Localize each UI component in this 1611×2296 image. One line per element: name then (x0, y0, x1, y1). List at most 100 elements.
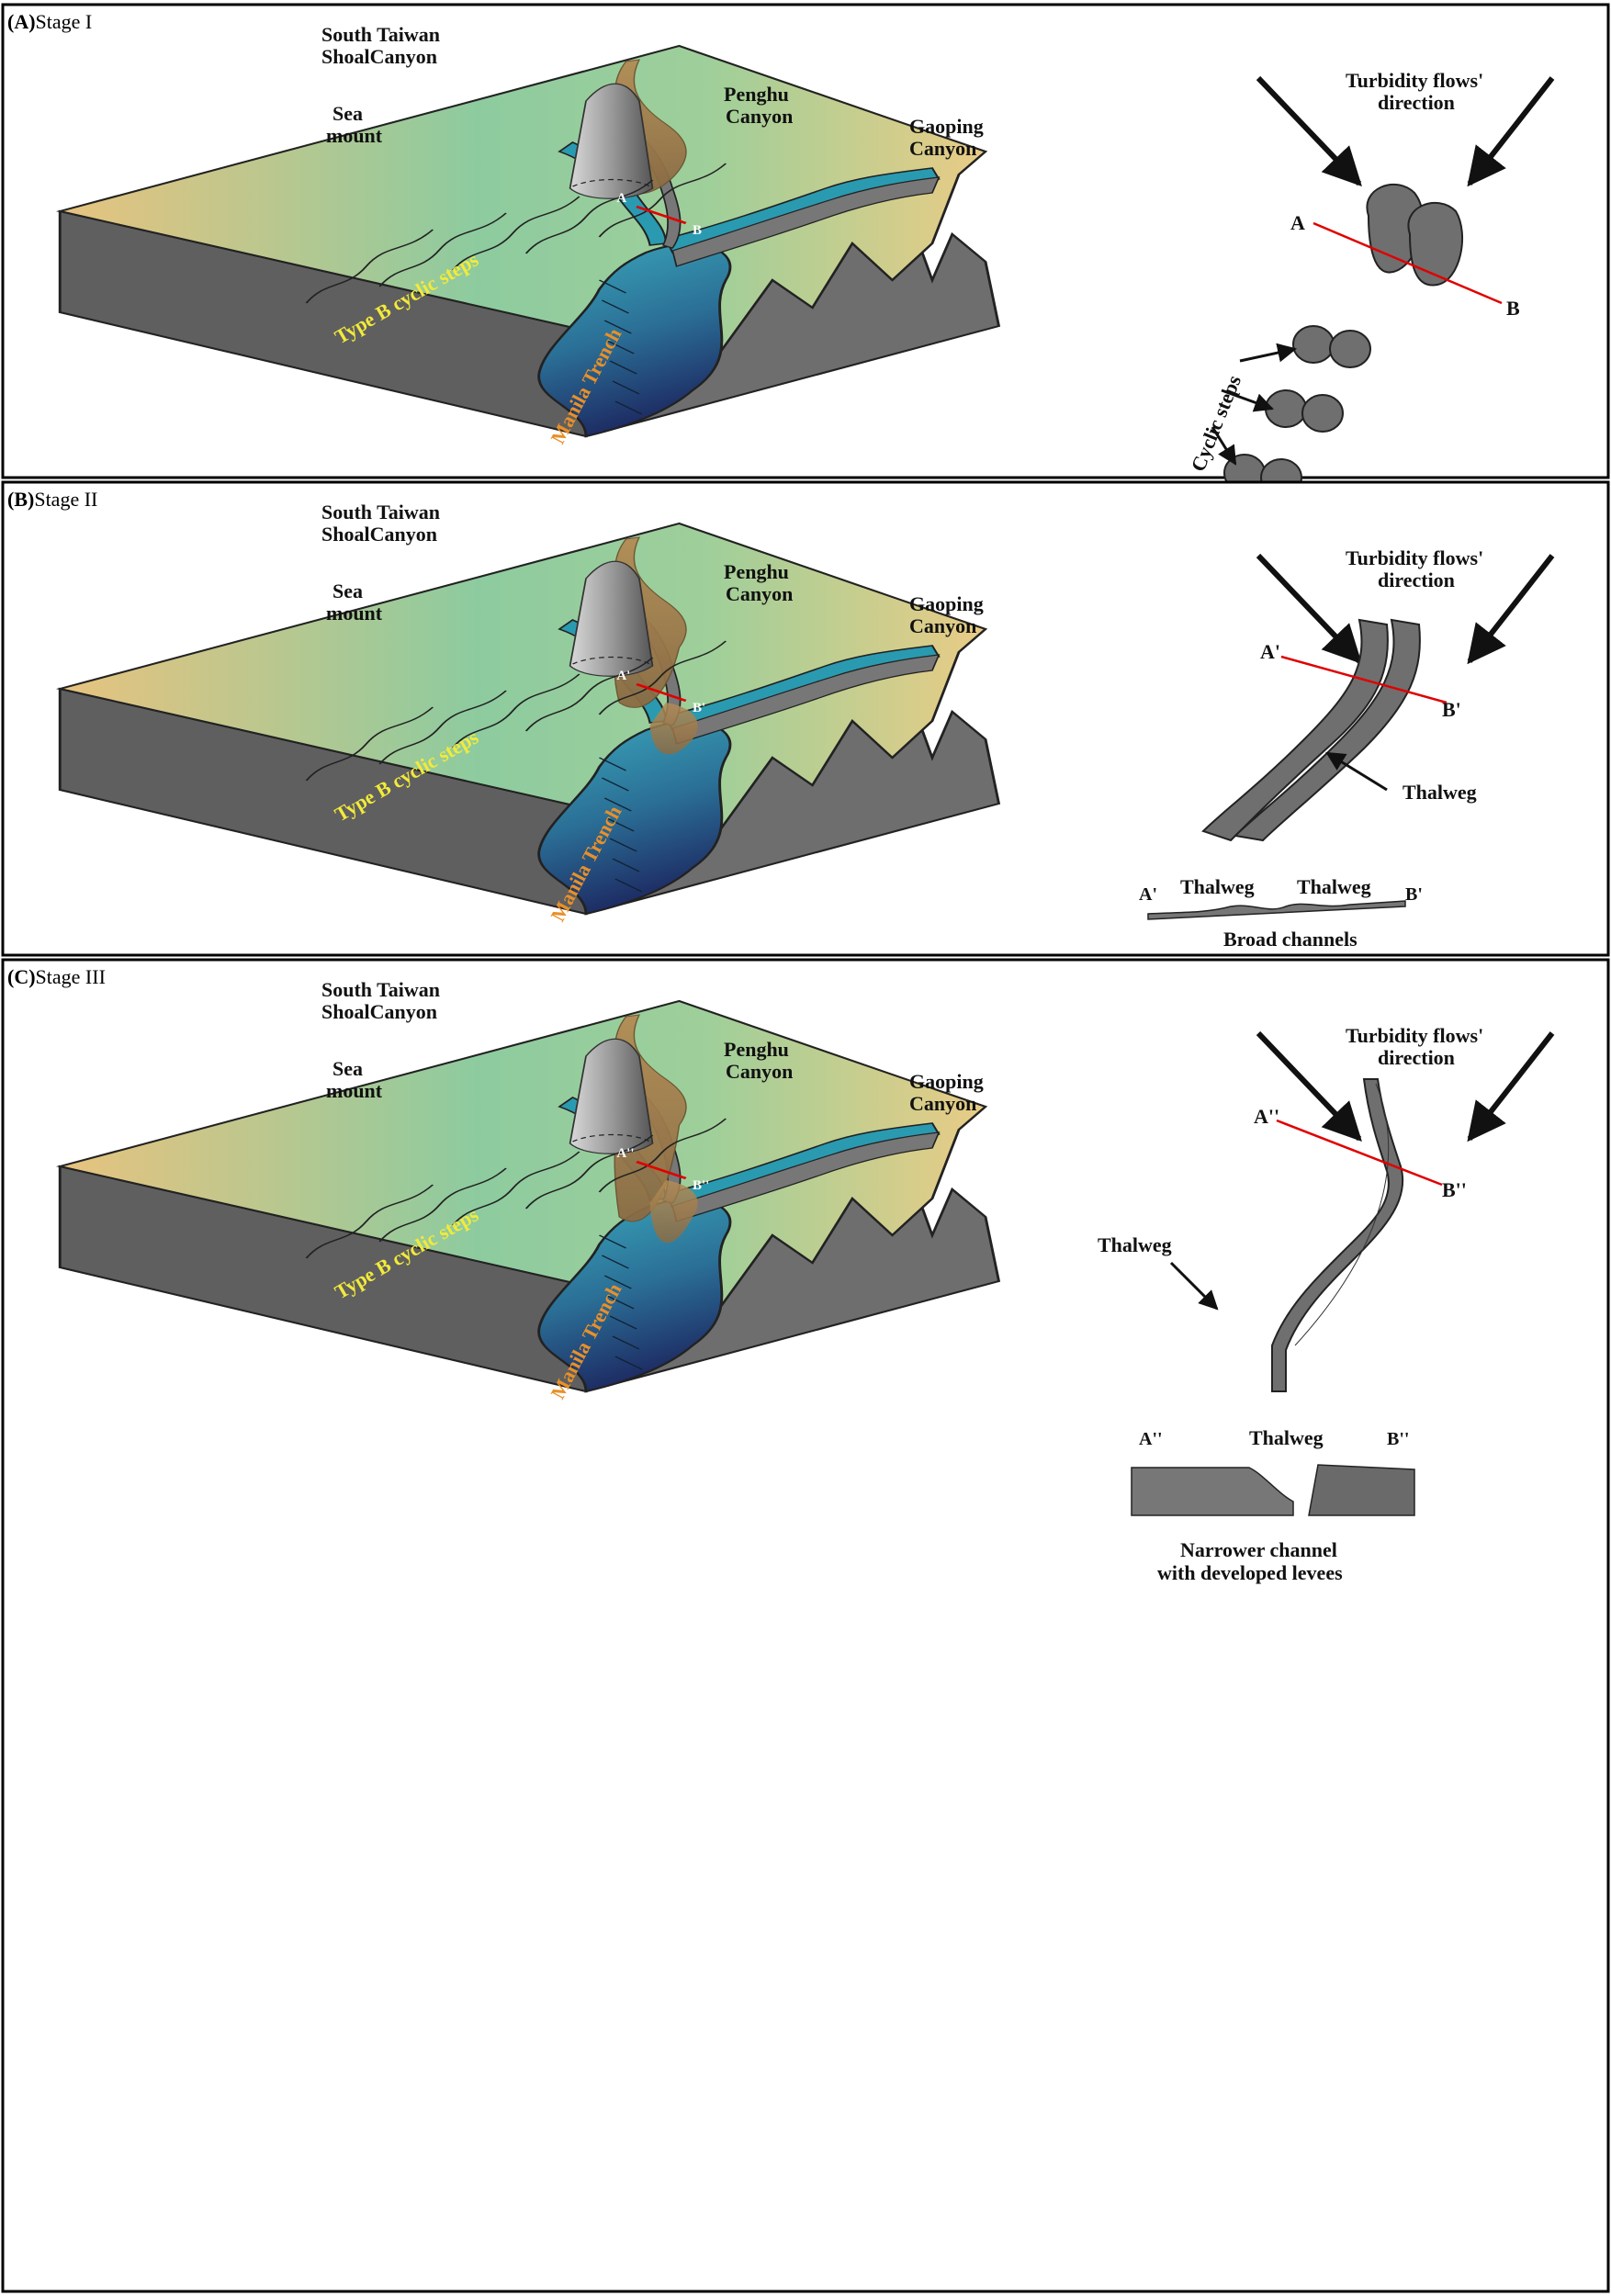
cyclic-step-arrow (1221, 388, 1274, 412)
trench-slope-line (614, 400, 643, 415)
profile-caption: Broad channels (1223, 928, 1358, 951)
profile-b-label: B' (1405, 884, 1423, 905)
cyclic-step-crest (598, 640, 727, 715)
block-diagram: A'' B'' (55, 999, 1001, 1393)
thalweg-arrow (1169, 1261, 1219, 1311)
shoal-canyon-label: ShoalCanyon (321, 45, 437, 68)
trench-slope-line (601, 777, 629, 792)
seamount-label-2: mount (326, 1079, 383, 1102)
panel-b: (B)Stage IIA'B'South TaiwanShoalCanyonSe… (1, 480, 1610, 957)
cyclic-step-crest (378, 690, 507, 765)
schematic-b-label: B (1506, 297, 1520, 320)
cyclic-step-crest (524, 657, 654, 732)
penghu-label-1: Penghu (724, 1038, 789, 1061)
cyclic-step-blob (1292, 325, 1335, 364)
cyclic-step-arrow (1239, 343, 1298, 363)
trench-slope-line (606, 817, 635, 832)
block-diagram: A'B' (55, 522, 1001, 916)
profile-b-label: B'' (1387, 1429, 1409, 1449)
schematic-section-line (1280, 655, 1448, 704)
schematic-a-label: A' (1260, 640, 1280, 663)
gaoping-label-1: Gaoping (909, 1070, 984, 1093)
channel-thread-right (1233, 618, 1421, 842)
cyclic-step-blob (1407, 202, 1463, 287)
block-diagram: AB (55, 44, 1001, 438)
penghu-label-2: Canyon (726, 582, 793, 605)
panel-heading: (B)Stage II (7, 488, 97, 511)
map-section-line (636, 1160, 687, 1180)
trench-slope-line (601, 1255, 629, 1269)
map-section-b-label: B'' (693, 1178, 709, 1193)
gaoping-wall (671, 654, 941, 745)
seamount-base-line (572, 1133, 651, 1142)
schematic-b-label: B' (1442, 698, 1461, 721)
manila-trench (537, 1199, 732, 1393)
trench-slope-line (601, 299, 629, 314)
profile-caption-1: Narrower channel (1180, 1538, 1337, 1561)
turbidity-flows-label-2: direction (1378, 1046, 1455, 1069)
panel-heading: (C)Stage III (7, 965, 106, 988)
map-section-a-label: A'' (616, 1146, 634, 1161)
cyclic-step-crest (452, 196, 580, 271)
thalweg-arrow (1325, 751, 1388, 792)
cyclic-step-crest (524, 1134, 654, 1210)
map-section-line (636, 205, 687, 225)
gaoping-wall (671, 1131, 941, 1222)
turbidity-flows-label-2: direction (1378, 568, 1455, 591)
cyclic-step-arrow (1211, 426, 1237, 466)
broad-channel-profile (1147, 900, 1406, 920)
cyclic-step-crest (305, 229, 434, 304)
map-section-a-label: A' (616, 669, 630, 683)
manila-trench (537, 721, 732, 916)
cyclic-step-blob (1301, 394, 1344, 433)
penghu-sediment-lobe (649, 703, 698, 755)
map-section-line (636, 682, 687, 703)
flow-arrow-left (1256, 75, 1362, 187)
map-section-a-label: A (616, 191, 626, 206)
schematic-a-label: A (1290, 211, 1305, 234)
channel-thread-left (1201, 618, 1389, 842)
seamount (569, 560, 654, 677)
thalweg-annotation: Thalweg (1403, 781, 1477, 804)
trench-slope-line (599, 1234, 626, 1249)
seamount-base-line (572, 656, 651, 665)
cyclic-step-crest (452, 673, 580, 748)
gaoping-label-1: Gaoping (909, 115, 984, 138)
gaoping-label-2: Canyon (909, 1092, 976, 1115)
south-taiwan-label: South Taiwan (321, 978, 440, 1001)
penghu-label-2: Canyon (726, 105, 793, 128)
channel-trace-line (1294, 1083, 1390, 1346)
cyclic-step-crest (378, 212, 507, 287)
trench-slope-line (606, 340, 635, 355)
trench-slope-line (603, 1275, 632, 1289)
side-schematic: Turbidity flows'directionA''B''ThalwegA'… (1098, 1024, 1555, 1584)
cyclic-step-crest (305, 706, 434, 782)
seamount-label-2: mount (326, 602, 383, 625)
gaoping-label-1: Gaoping (909, 592, 984, 615)
turbidity-flows-label-2: direction (1378, 91, 1455, 114)
schematic-a-label: A'' (1254, 1105, 1279, 1128)
trench-slope-line (612, 380, 640, 395)
trench-slope-line (609, 360, 637, 375)
cyclic-step-crest (598, 163, 727, 238)
cyclic-step-crest (452, 1151, 580, 1226)
flow-arrow-right (1467, 76, 1555, 187)
turbidity-flows-label-1: Turbidity flows' (1346, 69, 1483, 92)
profile-a-label: A' (1139, 884, 1157, 905)
trench-slope-line (603, 320, 632, 334)
seamount-label-1: Sea (332, 102, 363, 125)
seamount-label-2: mount (326, 124, 383, 147)
trench-slope-line (599, 757, 626, 771)
panel-heading: (A)Stage I (7, 10, 92, 33)
flow-arrow-left (1256, 553, 1362, 665)
levee-right (1308, 1464, 1415, 1516)
flow-arrow-right (1467, 554, 1555, 665)
trench-slope-line (599, 279, 626, 294)
shoal-canyon-label: ShoalCanyon (321, 523, 437, 546)
seamount-label-1: Sea (332, 580, 363, 602)
penghu-label-1: Penghu (724, 83, 789, 106)
seamount-base-line (572, 178, 651, 187)
